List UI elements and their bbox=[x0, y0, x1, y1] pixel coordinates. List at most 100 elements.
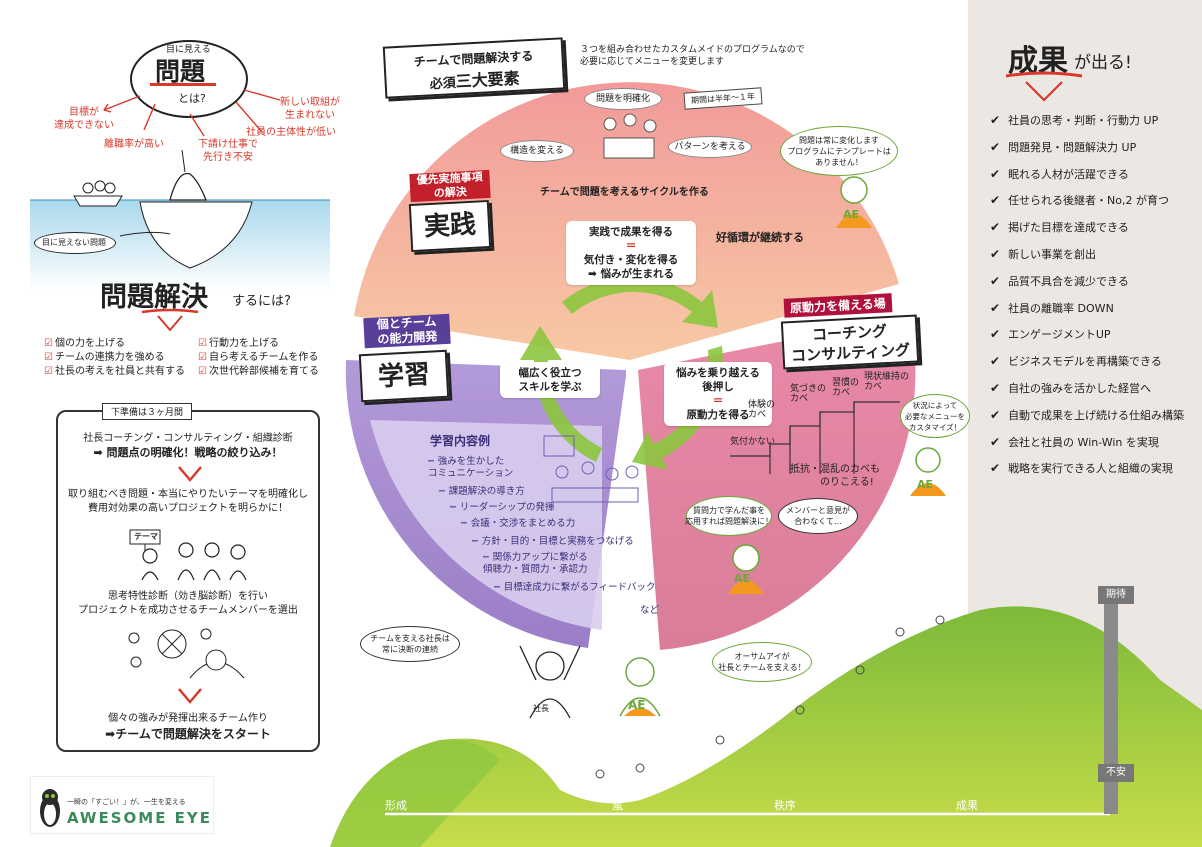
result-item: ✔自動で成果を上げ続ける仕組み構築 bbox=[990, 407, 1185, 422]
bubble-question: 質問力で学んだ事を 応用すれば問題解決に！ bbox=[685, 496, 773, 536]
learn-content-item: ━目標達成力に繋がるフィードバック bbox=[494, 582, 656, 593]
center-card-left: 幅広く役立つ スキルを学ぶ bbox=[500, 362, 600, 398]
wall-1: 体験の カベ bbox=[748, 400, 776, 420]
bubble-ae: オーサムアイが 社長とチームを支える！ bbox=[712, 642, 812, 682]
dash-arrow-icon: ━ bbox=[483, 552, 489, 563]
dash-arrow-icon: ━ bbox=[450, 502, 456, 513]
ae-mark-bottom: AE bbox=[628, 698, 646, 712]
bubble-member: メンバーと意見が 合わなくて… bbox=[778, 498, 858, 534]
problem-small: 目に見える bbox=[166, 45, 211, 55]
checkbox-icon: ☑ bbox=[198, 338, 207, 349]
wall-2: 気づきの カベ bbox=[790, 384, 827, 404]
problem-item-turnover: 離職率が高い bbox=[104, 139, 164, 150]
checkbox-icon: ☑ bbox=[198, 352, 207, 363]
bubble-change: 問題は常に変化します プログラムにテンプレートは ありません！ bbox=[780, 126, 898, 176]
result-item: ✔会社と社員の Win-Win を実現 bbox=[990, 434, 1159, 449]
check-icon: ✔ bbox=[990, 166, 1001, 181]
iceberg-illustration bbox=[30, 150, 330, 290]
problem-toha: とは? bbox=[178, 92, 206, 105]
logo-tagline: 一瞬の「すごい！」が、一生を変える bbox=[67, 798, 186, 806]
result-item: ✔ビジネスモデルを再構築できる bbox=[990, 354, 1162, 369]
dash-arrow-icon: ━ bbox=[494, 582, 500, 593]
check-icon: ✔ bbox=[990, 354, 1001, 369]
problem-item-goal: 目標が 達成できない bbox=[54, 107, 114, 131]
result-item: ✔エンゲージメントUP bbox=[990, 327, 1111, 342]
mountain-landscape bbox=[330, 600, 1202, 847]
learn-sub-banner: 個とチーム の能力開発 bbox=[363, 313, 451, 349]
learn-content-item: ━方針・目的・目標と実務をつなげる bbox=[472, 536, 634, 547]
learn-content-item: ━関係力アップに繋がる 傾聴力・質問力・承認力 bbox=[483, 552, 588, 575]
problem-big: 問題 bbox=[155, 57, 206, 86]
center-card-right: 悩みを乗り越える 後押し ＝ 原動力を得る bbox=[664, 362, 772, 426]
check-icon: ✔ bbox=[990, 434, 1001, 449]
logo-box: 一瞬の「すごい！」が、一生を変える AWESOME EYE bbox=[30, 776, 214, 834]
thinking-people-illustration bbox=[603, 113, 657, 159]
dash-arrow-icon: ━ bbox=[472, 536, 478, 547]
invisible-bubble bbox=[34, 232, 116, 254]
ae-character-top bbox=[836, 176, 872, 228]
coach-label: コーチング コンサルティング bbox=[780, 314, 920, 370]
preparation-tab: 下準備は３ヶ月間 bbox=[102, 403, 193, 420]
three-elements-header: チームで問題解決する 必須三大要素 bbox=[382, 37, 566, 99]
solve-check-item: ☑チームの連携力を強める bbox=[44, 352, 165, 363]
problem-item-initiative: 社員の主体性が低い bbox=[246, 127, 336, 138]
ae-mark-left: AE bbox=[734, 572, 751, 585]
results-title-suffix: が出る! bbox=[1074, 53, 1132, 73]
solve-title: 問題解決 bbox=[100, 282, 208, 313]
check-icon: ✔ bbox=[990, 220, 1001, 235]
ae-mark-right: AE bbox=[917, 478, 934, 491]
problem-item-newwork: 新しい取組が 生まれない bbox=[280, 97, 340, 121]
result-item: ✔社員の離職率 DOWN bbox=[990, 300, 1114, 315]
check-icon: ✔ bbox=[990, 327, 1001, 342]
solve-check-item: ☑次世代幹部候補を育てる bbox=[198, 366, 319, 377]
learn-etc: など bbox=[640, 605, 660, 616]
practice-sub-banner: 優先実施事項 の解決 bbox=[409, 169, 491, 203]
results-arrow-icon bbox=[1005, 71, 1083, 102]
ceo-label: 社長 bbox=[533, 704, 549, 713]
result-item: ✔問題発見・問題解決力 UP bbox=[990, 139, 1137, 154]
preparation-box: 下準備は３ヶ月間 社長コーチング・コンサルティング・組織診断 ➡ 問題点の明確化… bbox=[56, 403, 320, 752]
learn-label: 学習 bbox=[358, 349, 450, 403]
anxiety-label: 不安 bbox=[1098, 764, 1134, 782]
result-item: ✔戦略を実行できる人と組織の実現 bbox=[990, 461, 1173, 476]
dash-arrow-icon: ━ bbox=[439, 486, 445, 497]
check-icon: ✔ bbox=[990, 381, 1001, 395]
solve-arrow-icon bbox=[141, 308, 199, 332]
prep-line6: プロジェクトを成功させるチームメンバーを選出 bbox=[78, 605, 298, 616]
result-item: ✔自社の強みを活かした経営へ bbox=[990, 381, 1152, 395]
header-note1: ３つを組み合わせたカスタムメイドのプログラムなので bbox=[580, 45, 805, 55]
wall-caption2: のりこえる! bbox=[820, 477, 874, 488]
prep-line8: ➡チームで問題解決をスタート bbox=[105, 727, 271, 741]
cycle-clarify: 問題を明確化 bbox=[584, 88, 662, 110]
check-icon: ✔ bbox=[990, 193, 1001, 208]
dash-arrow-icon: ━ bbox=[428, 456, 434, 467]
axis-label-forming: 形成 bbox=[385, 799, 407, 812]
learn-content-item: ━強みを生かした コミュニケーション bbox=[428, 456, 514, 479]
prep-arrow-icon-1 bbox=[178, 466, 202, 482]
logo-name: AWESOME EYE bbox=[67, 809, 213, 827]
axis-label-order: 秩序 bbox=[774, 799, 796, 812]
solve-check-item: ☑個の力を上げる bbox=[44, 338, 125, 349]
bubble-ceo: チームを支える社長は 常に決断の連続 bbox=[360, 626, 460, 662]
learn-content-item: ━課題解決の導き方 bbox=[439, 486, 525, 497]
problem-underline bbox=[150, 83, 216, 86]
wall-4: 現状維持の カベ bbox=[864, 372, 910, 392]
solve-check-item: ☑自ら考えるチームを作る bbox=[198, 352, 319, 363]
checkbox-icon: ☑ bbox=[198, 366, 207, 377]
check-icon: ✔ bbox=[990, 273, 1001, 288]
ae-character-bottom bbox=[619, 657, 661, 717]
result-item: ✔眠れる人材が活躍できる bbox=[990, 166, 1129, 181]
check-icon: ✔ bbox=[990, 247, 1001, 261]
result-item: ✔任せられる後継者・No,2 が育つ bbox=[990, 193, 1170, 208]
learn-content-item: ━会議・交渉をまとめる力 bbox=[461, 518, 576, 529]
checkbox-icon: ☑ bbox=[44, 366, 53, 377]
wall-caption1: 抵抗・混乱のカベも bbox=[790, 464, 880, 475]
prep-line7: 個々の強みが発揮出来るチーム作り bbox=[108, 713, 268, 724]
prep-line4: 費用対効果の高いプロジェクトを明らかに！ bbox=[88, 503, 288, 514]
checkbox-icon: ☑ bbox=[44, 352, 53, 363]
solve-suffix: するには? bbox=[232, 294, 291, 309]
checkbox-icon: ☑ bbox=[44, 338, 53, 349]
result-item: ✔掲げた目標を達成できる bbox=[990, 220, 1129, 235]
wall-3: 習慣の カベ bbox=[832, 378, 860, 398]
team-people-illustration bbox=[129, 529, 247, 581]
